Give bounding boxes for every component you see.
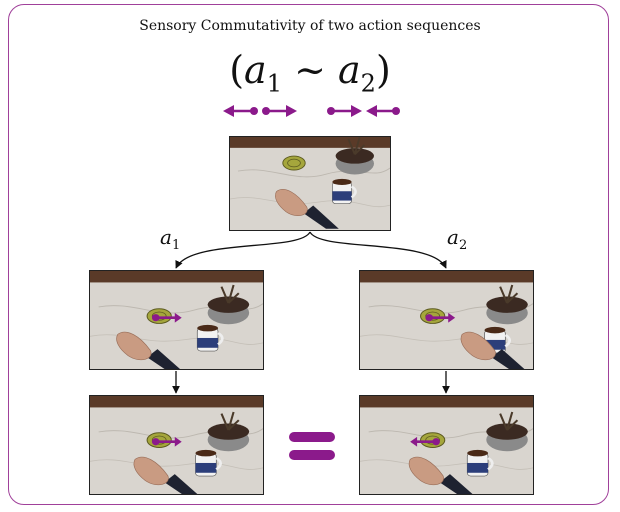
mug-handle xyxy=(217,331,224,346)
sequence-1-arrows-icon xyxy=(223,105,297,117)
mug-tea xyxy=(197,324,219,332)
hand xyxy=(408,456,444,486)
sleeve xyxy=(147,349,180,369)
equals-icon xyxy=(289,432,335,460)
formula-subscript-2: 2 xyxy=(360,69,376,98)
marble-vein xyxy=(360,459,533,470)
left-step2-photo xyxy=(89,395,264,495)
action-arrow-origin xyxy=(151,438,160,446)
formula-var-a: a xyxy=(338,48,361,92)
coaster-pattern xyxy=(425,311,441,321)
plant-stems xyxy=(220,284,240,304)
mug-band xyxy=(467,462,489,473)
branch-label-a2: a2 xyxy=(447,225,467,253)
marble-vein xyxy=(230,197,390,208)
formula-var-a: a xyxy=(244,48,267,92)
plant-soil xyxy=(486,423,528,440)
branch-label-sub: 1 xyxy=(171,238,181,253)
formula-tilde: ~ xyxy=(294,48,326,92)
plant-stems xyxy=(499,284,519,304)
sleeve xyxy=(439,474,473,494)
plant-soil xyxy=(335,148,374,164)
plant-soil xyxy=(486,296,528,313)
marble-vein xyxy=(90,459,263,470)
hand xyxy=(116,331,152,361)
branch-label-sub: 2 xyxy=(458,238,468,253)
marble-vein xyxy=(90,334,263,345)
hand xyxy=(133,456,169,486)
branch-label-var: a xyxy=(447,225,459,249)
mug-handle xyxy=(504,333,512,348)
sequence-2-arrows-icon xyxy=(327,105,400,117)
formula-action-1: a1 xyxy=(244,48,282,98)
right-step2-photo xyxy=(359,395,534,495)
action-arrow-origin xyxy=(425,314,434,322)
mug-handle xyxy=(350,185,357,199)
coaster-pattern xyxy=(151,435,167,445)
marble-vein xyxy=(237,167,390,178)
mug-tea xyxy=(484,326,506,334)
action-arrow-head xyxy=(410,436,418,447)
action-arrow-head xyxy=(448,312,456,323)
figure-frame xyxy=(8,4,609,505)
coaster xyxy=(282,155,306,171)
mug-band xyxy=(484,339,506,350)
plant-stems xyxy=(347,137,366,156)
plant-soil xyxy=(207,423,250,440)
wooden-wall xyxy=(360,271,533,283)
marble-vein xyxy=(360,334,533,345)
plant-stems xyxy=(499,411,519,431)
formula-subscript-1: 1 xyxy=(266,69,282,98)
left-step1-photo xyxy=(89,270,264,370)
action-arrow-head xyxy=(174,436,182,447)
coaster-pattern xyxy=(151,311,167,321)
hand xyxy=(460,331,496,361)
branch-label-var: a xyxy=(160,225,172,249)
wooden-wall xyxy=(360,396,533,408)
wooden-wall xyxy=(90,396,263,408)
mug-tea xyxy=(332,178,352,186)
mug-handle xyxy=(215,456,222,471)
coaster-pattern xyxy=(425,435,441,445)
right-step1-photo xyxy=(359,270,534,370)
start-photo xyxy=(229,136,391,231)
plant-stems xyxy=(220,411,240,431)
coaster-pattern xyxy=(287,158,301,168)
sleeve xyxy=(164,474,198,494)
sleeve xyxy=(491,349,525,369)
mug-band xyxy=(197,337,219,348)
branch-label-a1: a1 xyxy=(160,225,180,253)
formula-action-2: a2 xyxy=(338,48,376,98)
action-arrow-origin xyxy=(151,314,160,322)
branch-arrow-right xyxy=(309,231,447,269)
formula-close-paren: ) xyxy=(375,48,391,92)
branch-arrow-left xyxy=(175,231,311,269)
mug-band xyxy=(195,462,217,473)
hand xyxy=(275,189,308,216)
mug-tea xyxy=(467,449,489,457)
commutativity-formula: (a1 ~ a2) xyxy=(0,48,620,98)
formula-open-paren: ( xyxy=(229,48,245,92)
action-arrow-origin xyxy=(432,438,440,446)
mug-handle xyxy=(487,456,494,471)
mug-band xyxy=(332,191,352,201)
figure-title: Sensory Commutativity of two action sequ… xyxy=(139,18,481,34)
plant-soil xyxy=(207,296,250,313)
wooden-wall xyxy=(90,271,263,283)
sleeve xyxy=(303,205,339,229)
mug-tea xyxy=(195,449,217,457)
action-arrow-head xyxy=(174,312,182,323)
wooden-wall xyxy=(230,137,390,148)
